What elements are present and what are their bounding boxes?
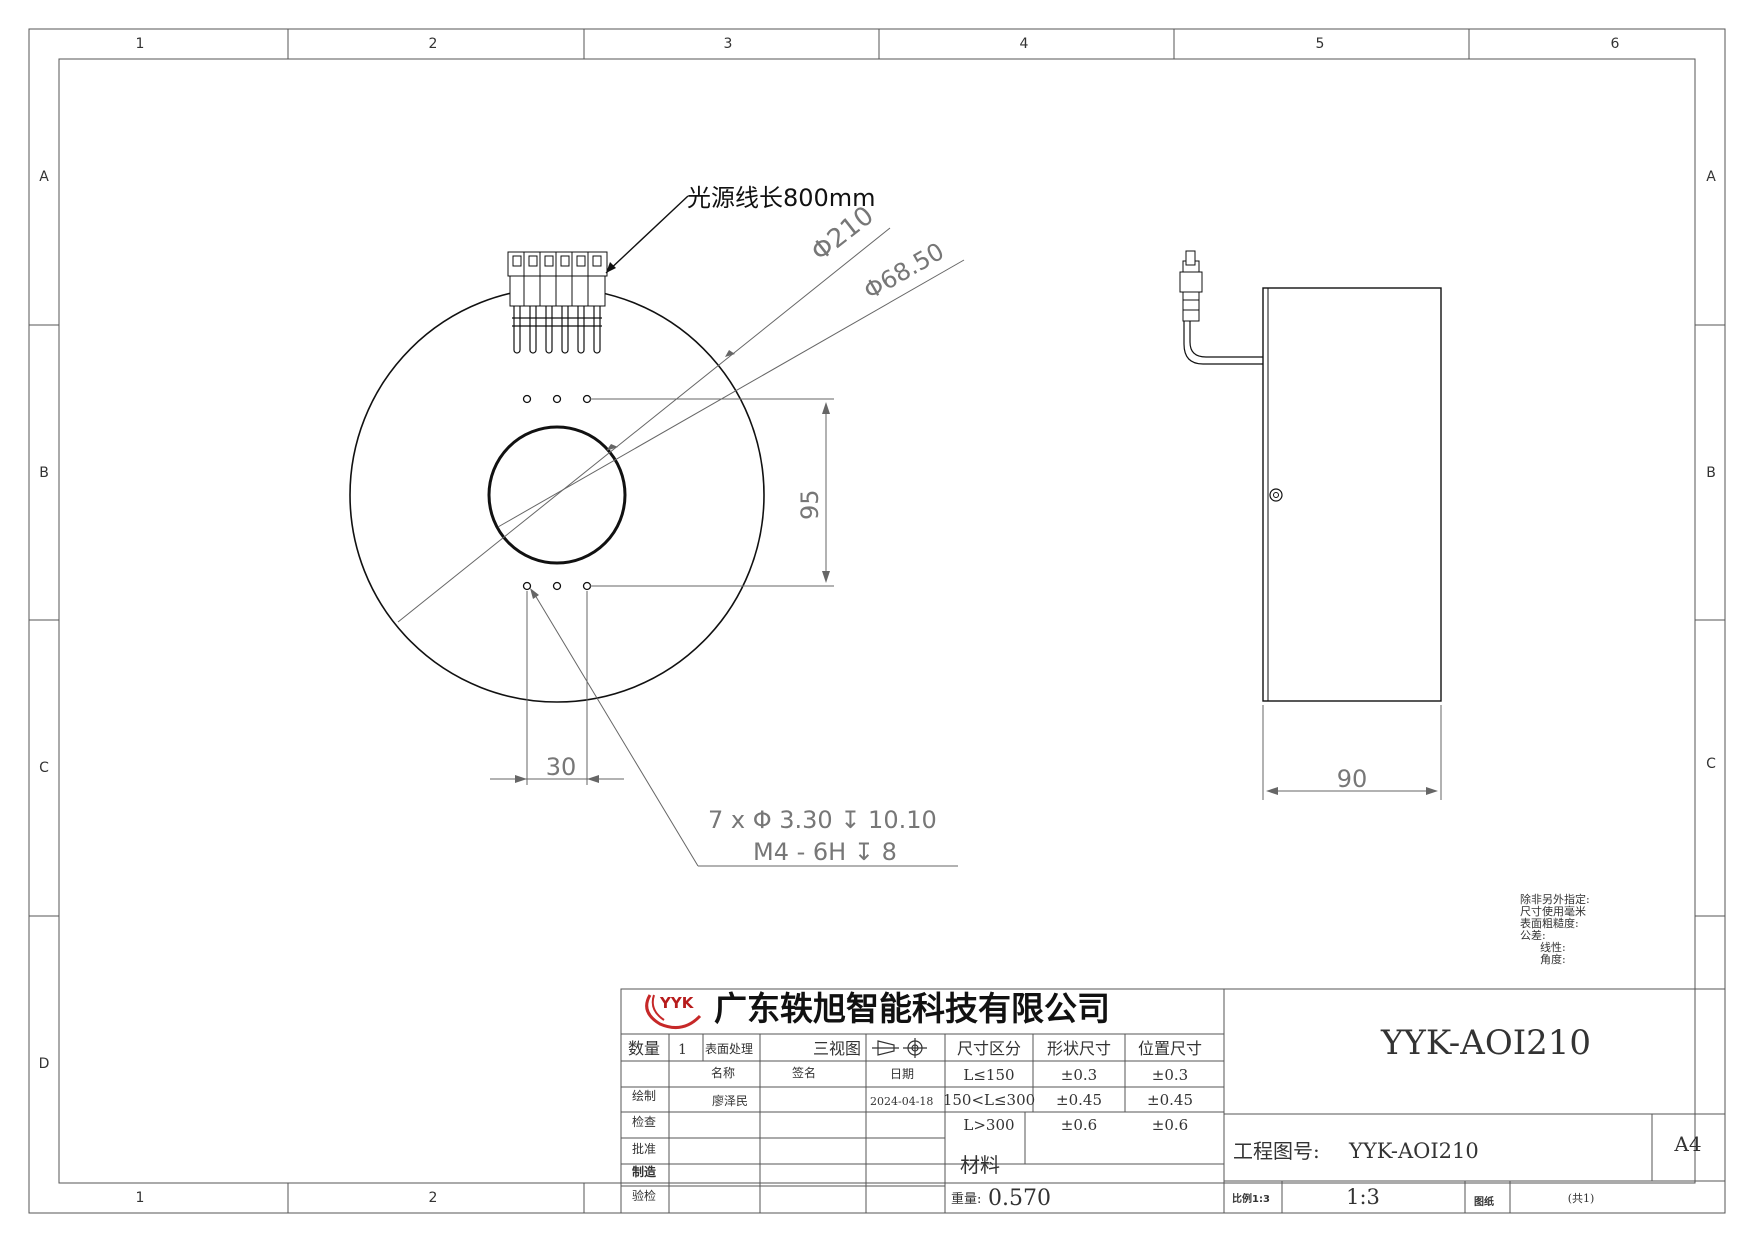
hole-callout-line2: M4 - 6H ↧ 8	[753, 838, 897, 866]
row-label: A	[1706, 169, 1716, 185]
company-logo: YYK	[645, 994, 702, 1030]
diameter-leaders	[397, 227, 965, 623]
drawing-title: YYK-AOI210	[1380, 1023, 1591, 1063]
row-label: D	[39, 1056, 50, 1072]
col-label: 5	[1316, 36, 1325, 52]
dim-95-label: 95	[796, 489, 824, 520]
qty-label: 数量	[628, 1039, 660, 1058]
hole	[582, 581, 592, 591]
col-label: 4	[1020, 36, 1029, 52]
side-view: 90	[1179, 250, 1442, 800]
col-date-header: 日期	[890, 1067, 914, 1081]
check-label: 检查	[632, 1114, 656, 1129]
cable-note: 光源线长800mm	[687, 184, 876, 212]
general-notes: 除非另外指定: 尺寸使用毫米 表面粗糙度: 公差: 线性: 角度:	[1520, 892, 1590, 966]
qty-value: 1	[678, 1042, 687, 1058]
hole	[552, 394, 562, 404]
inner-bore	[487, 425, 627, 565]
weight-label: 重量:	[951, 1191, 981, 1207]
projection-symbol-icon	[872, 1038, 927, 1058]
drawing-no-label: 工程图号:	[1233, 1139, 1320, 1163]
side-cable	[1189, 320, 1263, 358]
hole-callout-leader	[534, 594, 958, 867]
draw-label: 绘制	[632, 1088, 656, 1103]
sheet-label: 图纸	[1474, 1195, 1494, 1208]
row-label: B	[1706, 465, 1716, 481]
view-label: 三视图	[813, 1039, 861, 1058]
side-connector	[1179, 250, 1203, 322]
tol-cell: ±0.45	[1147, 1091, 1193, 1109]
front-view: 光源线长800mm Φ210 Φ68.50 95 30	[349, 184, 965, 867]
svg-text:YYK: YYK	[659, 994, 695, 1012]
tol-header: 形状尺寸	[1047, 1039, 1111, 1058]
draw-date: 2024-04-18	[870, 1095, 933, 1108]
tol-cell: ±0.6	[1152, 1116, 1188, 1134]
drafter-name: 廖泽民	[712, 1093, 748, 1108]
row-label: C	[39, 760, 49, 776]
weight-value: 0.570	[988, 1186, 1051, 1211]
approve-label: 批准	[632, 1141, 656, 1156]
drawing-no: YYK-AOI210	[1348, 1139, 1479, 1163]
scale-label: 比例1:3	[1232, 1192, 1270, 1205]
scale-value: 1:3	[1346, 1185, 1380, 1209]
row-label: A	[39, 169, 49, 185]
title-block: YYK 广东轶旭智能科技有限公司 数量 1 表面处理 三视图 名称 签名 日期 …	[620, 988, 1726, 1214]
col-label: 2	[429, 1190, 438, 1206]
note-line: 尺寸使用毫米	[1520, 904, 1586, 918]
col-name-header: 名称	[711, 1065, 735, 1080]
material-label: 材料	[960, 1153, 1000, 1177]
note-line: 公差:	[1520, 928, 1546, 942]
sheet-size: A4	[1673, 1132, 1701, 1156]
tol-cell: ±0.3	[1152, 1066, 1188, 1084]
dim-30-label: 30	[546, 753, 577, 781]
tol-cell: L≤150	[963, 1066, 1014, 1084]
sheet-value: (共1)	[1568, 1192, 1595, 1205]
verify-label: 验检	[632, 1188, 656, 1203]
col-label: 1	[136, 36, 145, 52]
dim-95	[590, 398, 834, 587]
dim-30	[490, 591, 624, 785]
zone-labels: 1 2 3 4 5 6 1 2 A B C D A B C	[39, 36, 1717, 1206]
note-line: 表面粗糙度:	[1520, 916, 1579, 930]
hole	[552, 581, 562, 591]
tol-cell: 150<L≤300	[943, 1091, 1035, 1109]
hole	[522, 394, 532, 404]
col-label: 1	[136, 1190, 145, 1206]
connector-block	[507, 251, 608, 354]
tol-cell: ±0.3	[1061, 1066, 1097, 1084]
note-line: 除非另外指定:	[1520, 892, 1590, 906]
hole-callout-line1: 7 x Φ 3.30 ↧ 10.10	[708, 806, 937, 834]
make-label: 制造	[632, 1164, 657, 1179]
col-sign-header: 签名	[792, 1065, 816, 1080]
leader-arrows	[606, 350, 735, 451]
hole	[582, 394, 592, 404]
note-line: 角度:	[1540, 952, 1566, 966]
screw	[1269, 488, 1283, 502]
col-label: 6	[1611, 36, 1620, 52]
col-label: 3	[724, 36, 733, 52]
tol-header: 尺寸区分	[957, 1039, 1021, 1058]
hole	[522, 581, 532, 591]
surface-label: 表面处理	[705, 1042, 753, 1056]
dim-90	[1262, 705, 1442, 800]
col-label: 2	[429, 36, 438, 52]
note-line: 线性:	[1540, 940, 1566, 954]
row-label: B	[39, 465, 49, 481]
tol-cell: ±0.45	[1056, 1091, 1102, 1109]
row-label: C	[1706, 756, 1716, 772]
dim-90-label: 90	[1337, 765, 1368, 793]
tol-cell: ±0.6	[1061, 1116, 1097, 1134]
tol-cell: L>300	[963, 1116, 1014, 1134]
housing-outline	[1262, 287, 1442, 702]
company-name: 广东轶旭智能科技有限公司	[714, 989, 1110, 1028]
tol-header: 位置尺寸	[1138, 1039, 1202, 1058]
